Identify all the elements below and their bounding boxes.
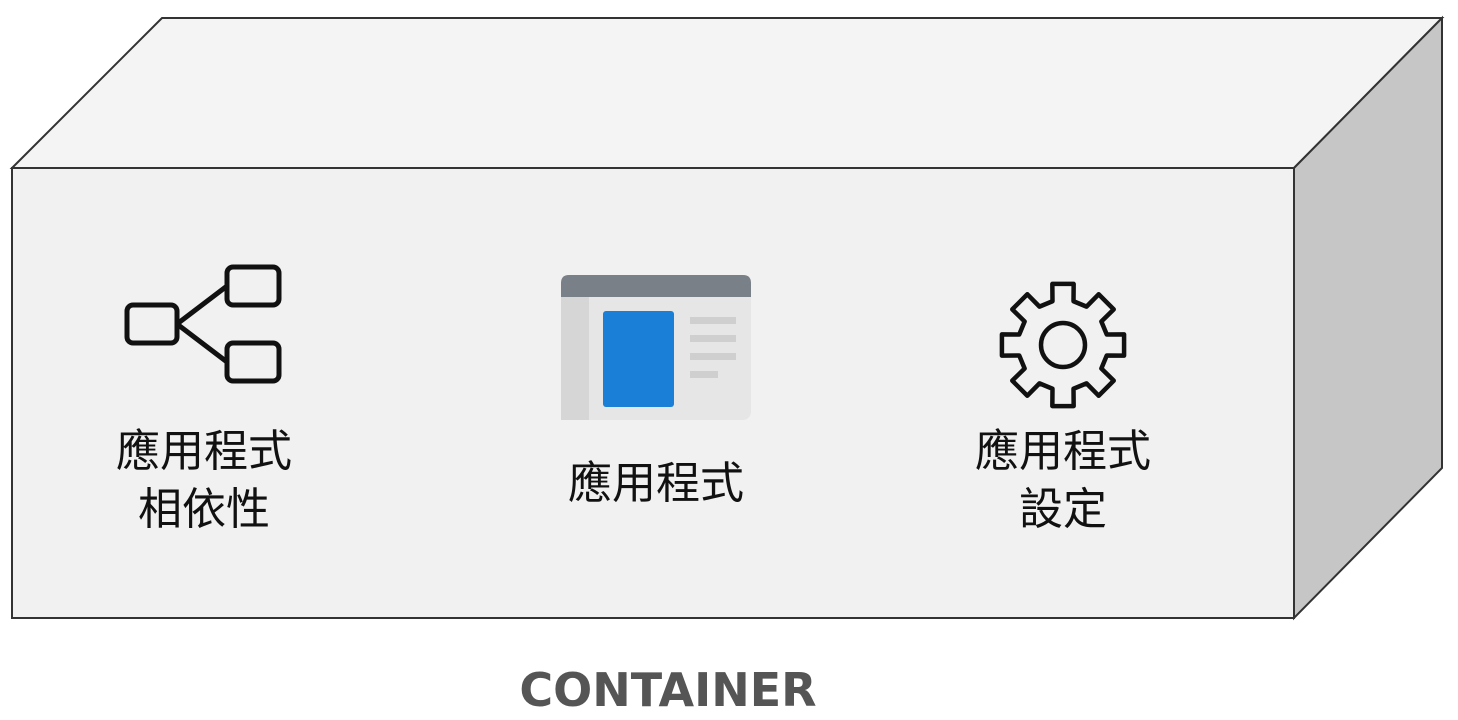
label-line-2: 設定 — [1019, 484, 1107, 535]
label-line-1: 應用程式 — [975, 426, 1151, 477]
item-label-dependencies: 應用程式 相依性 — [116, 426, 292, 535]
item-label-settings: 應用程式 設定 — [975, 426, 1151, 535]
label-line-2: 相依性 — [138, 484, 270, 535]
box-top-face — [9, 17, 1445, 169]
item-label-application: 應用程式 — [568, 458, 744, 509]
container-caption: CONTAINER — [519, 663, 816, 717]
label-line-1: 應用程式 — [116, 426, 292, 477]
app-window-icon — [561, 275, 751, 420]
gear-outline — [999, 281, 1127, 409]
gear-hole — [1038, 320, 1088, 370]
dependency-tree-icon — [124, 264, 282, 384]
gear-icon — [999, 281, 1127, 409]
label-line-1: 應用程式 — [568, 458, 744, 509]
